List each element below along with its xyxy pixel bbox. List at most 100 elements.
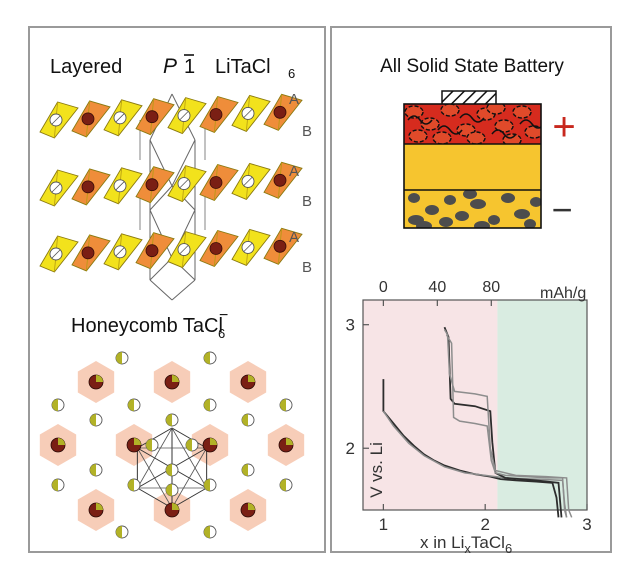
chart-series-5 (443, 329, 573, 518)
layer-label-b-1: B (302, 123, 312, 140)
li-site-half (242, 414, 248, 426)
space-group-number: 1 (184, 56, 195, 78)
anode-particle (408, 193, 420, 203)
top-tick-label: 0 (379, 279, 388, 296)
ta-atom (273, 173, 287, 187)
lattice-line (171, 447, 207, 509)
honeycomb-lattice (39, 351, 305, 539)
layer-label-b-3: B (302, 259, 312, 276)
anode-particle (474, 221, 490, 228)
xlabel-mid: TaCl (471, 533, 505, 552)
li-site-half (204, 399, 210, 411)
cathode-particle (404, 105, 424, 119)
li-site-half (166, 414, 172, 426)
li-site-half (204, 352, 210, 364)
chart-xlabel: x in LixTaCl6 (420, 533, 512, 556)
cell-edge (171, 279, 196, 301)
minus-sign: − (551, 189, 572, 230)
space-group-letter: P (163, 55, 177, 78)
li-site-half (204, 526, 210, 538)
anode-particle (514, 209, 530, 219)
xlabel-sub-6: 6 (505, 541, 512, 556)
y-tick-label: 3 (346, 316, 355, 335)
li-site-half (52, 399, 58, 411)
ta-atom (145, 110, 159, 124)
ta-site-highlight (58, 438, 65, 445)
chart-top-unit: mAh/g (540, 285, 586, 302)
top-tick-label: 40 (428, 279, 446, 296)
li-site-half (116, 352, 122, 364)
li-atom-mark (115, 247, 125, 257)
battery-outline (403, 103, 542, 229)
ta-site-highlight (96, 503, 103, 510)
li-atom-mark (243, 109, 253, 118)
layer-label-a-1: A (289, 91, 299, 108)
li-site-half (116, 526, 122, 538)
li-site-half (128, 479, 134, 491)
li-site-half (166, 484, 172, 496)
lattice-line (171, 427, 207, 489)
ta-atom (273, 239, 287, 253)
li-atom-mark (51, 183, 61, 193)
li-site-half (128, 399, 134, 411)
ta-atom (145, 244, 159, 258)
ta-atom (273, 105, 287, 119)
li-site-half (52, 479, 58, 491)
cathode-particle (440, 104, 460, 117)
y-tick-label: 2 (346, 439, 355, 458)
anode-particle (416, 221, 432, 228)
ta-atom (81, 180, 95, 194)
cathode-particle (486, 104, 506, 115)
li-atom-mark (179, 111, 189, 120)
li-atom-mark (179, 245, 189, 254)
anode-particle (425, 205, 439, 215)
cathode-particle (420, 117, 440, 131)
lattice-line (171, 427, 207, 449)
x-tick-label: 2 (480, 515, 489, 534)
li-atom-mark (115, 181, 125, 191)
honeycomb-superscript: − (219, 307, 228, 324)
cathode-particles (404, 104, 541, 144)
ta-site-highlight (210, 438, 217, 445)
ta-atom (209, 176, 223, 189)
formula-base: LiTaCl (215, 56, 271, 78)
anode-particle (444, 195, 456, 205)
li-site-half (242, 464, 248, 476)
battery-title: All Solid State Battery (380, 56, 564, 77)
chart-ylabel: V vs. Li (367, 442, 386, 498)
li-site-half (280, 399, 286, 411)
x-tick-label: 1 (379, 515, 388, 534)
cell-edge (149, 279, 173, 301)
lattice-line (171, 487, 207, 509)
ta-atom (209, 242, 223, 255)
anode-particle (501, 193, 515, 203)
ta-atom (145, 178, 159, 192)
chart-series-1 (382, 379, 560, 518)
ta-site-highlight (286, 438, 293, 445)
lattice-line (137, 447, 173, 509)
ta-atom (209, 108, 223, 121)
lattice-line (137, 427, 173, 449)
cathode-particle (466, 131, 486, 144)
cathode-particle (512, 105, 532, 119)
layered-title-prefix: Layered (50, 56, 122, 78)
cathode-crack (491, 129, 517, 139)
li-site-half (90, 414, 96, 426)
plus-sign: + (552, 105, 575, 149)
li-atom-mark (243, 177, 253, 186)
voltage-chart-labels: V vs. Li mAh/g x in LixTaCl6 (367, 285, 586, 556)
cathode-crack (459, 113, 485, 123)
battery-terminal-icon (441, 90, 497, 106)
ta-atom (81, 246, 95, 260)
li-atom-mark (51, 249, 61, 259)
li-site-half (204, 479, 210, 491)
cathode-particle (408, 129, 428, 143)
ta-site-highlight (248, 503, 255, 510)
formula-subscript: 6 (288, 66, 295, 81)
ta-site-highlight (172, 375, 179, 382)
x-tick-label: 3 (582, 515, 591, 534)
cathode-particle (524, 125, 541, 139)
li-atom-mark (115, 113, 125, 123)
